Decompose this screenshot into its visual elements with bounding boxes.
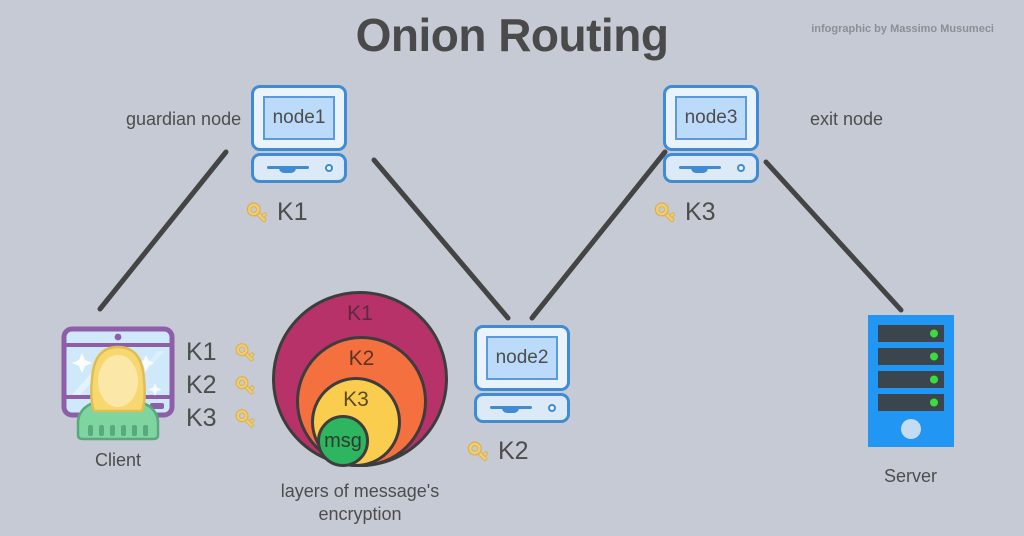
server-caption: Server	[884, 466, 938, 486]
key-icon	[467, 440, 489, 461]
node2-power-led-icon	[548, 404, 556, 412]
line-node1-node2	[371, 157, 511, 321]
node1-drive-slot-icon	[267, 166, 309, 173]
exit-node-label: exit node	[810, 109, 884, 129]
onion-layers-diagram: K1 K2 K3 msg	[272, 291, 448, 467]
node1-power-led-icon	[325, 164, 333, 172]
node3-computer[interactable]: node3	[663, 85, 761, 183]
node2-base	[474, 393, 570, 423]
node3-base	[663, 153, 759, 183]
onion-layer-k3-label: K3	[343, 388, 369, 411]
onion-caption-line2: encryption	[318, 503, 402, 524]
onion-layer-k1-label: K1	[347, 302, 373, 325]
client-key-row: K3	[186, 402, 258, 435]
node1-computer[interactable]: node1	[251, 85, 349, 183]
node3-drive-slot-icon	[679, 166, 721, 173]
node3-power-led-icon	[737, 164, 745, 172]
node1-monitor: node1	[251, 85, 347, 151]
onion-caption-line1: layers of message's	[280, 481, 440, 501]
guardian-node-label: guardian node	[126, 109, 242, 129]
server-bay	[878, 371, 944, 388]
node2-key-row: K2	[464, 437, 529, 466]
line-client-node1	[97, 149, 229, 312]
client-key-label: K1	[186, 338, 217, 366]
onion-layer-msg-label: msg	[324, 429, 362, 452]
key-icon	[654, 201, 676, 222]
line-node2-node3	[529, 149, 668, 321]
node1-screen: node1	[263, 96, 335, 140]
onion-layer-k2-label: K2	[348, 347, 375, 370]
client-key-label: K2	[186, 371, 217, 399]
key-icon	[235, 375, 255, 394]
onion-layer-msg: msg	[317, 415, 369, 467]
client-icon[interactable]	[58, 325, 178, 443]
onion-caption: layers of message's encryption	[250, 480, 470, 525]
node3-monitor: node3	[663, 85, 759, 151]
node2-screen: node2	[486, 336, 558, 380]
node2-key-label: K2	[498, 437, 529, 465]
node1-base	[251, 153, 347, 183]
node3-label: node3	[684, 107, 738, 128]
server-bay	[878, 325, 944, 342]
node3-key-label: K3	[685, 198, 716, 226]
node2-computer[interactable]: node2	[474, 325, 572, 423]
key-icon	[246, 201, 268, 222]
node2-monitor: node2	[474, 325, 570, 391]
node1-label: node1	[272, 107, 326, 128]
server-bay	[878, 348, 944, 365]
node2-label: node2	[495, 347, 549, 368]
node2-drive-slot-icon	[490, 406, 532, 413]
key-icon	[235, 342, 255, 361]
line-node3-server	[763, 159, 904, 313]
client-key-row: K2	[186, 369, 258, 402]
node1-key-row: K1	[243, 198, 308, 227]
client-key-row: K1	[186, 336, 258, 369]
key-icon	[235, 408, 255, 427]
client-key-label: K3	[186, 404, 217, 432]
node3-screen: node3	[675, 96, 747, 140]
client-key-list: K1 K2 K3	[186, 336, 258, 435]
server-icon[interactable]	[868, 315, 954, 447]
node1-key-label: K1	[277, 198, 308, 226]
credit-text: infographic by Massimo Musumeci	[811, 23, 994, 35]
server-bay	[878, 394, 944, 411]
client-caption: Client	[95, 450, 142, 470]
page-title: Onion Routing	[355, 9, 669, 61]
node3-key-row: K3	[651, 198, 716, 227]
